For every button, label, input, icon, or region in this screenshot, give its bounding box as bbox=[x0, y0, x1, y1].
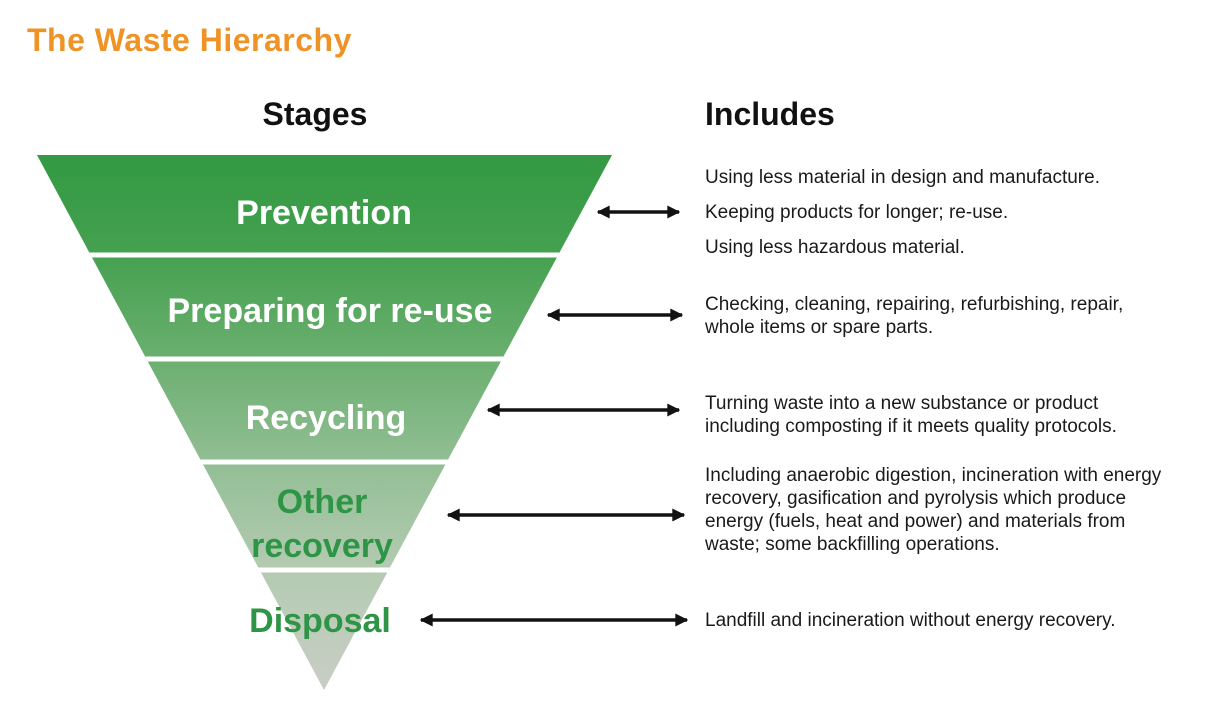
stage-label-prevention: Prevention bbox=[236, 194, 412, 232]
includes-line: Checking, cleaning, repairing, refurbish… bbox=[705, 294, 1124, 338]
includes-recycling: Turning waste into a new substance or pr… bbox=[705, 392, 1167, 438]
includes-line: Keeping products for longer; re-use. bbox=[705, 202, 1009, 223]
column-header-stages: Stages bbox=[262, 96, 368, 132]
column-header-includes: Includes bbox=[705, 96, 835, 132]
page-title: The Waste Hierarchy bbox=[27, 22, 352, 58]
includes-line: Including anaerobic digestion, incinerat… bbox=[705, 465, 1162, 555]
includes-line: Turning waste into a new substance or pr… bbox=[705, 393, 1117, 437]
stage-label-recycling: Recycling bbox=[245, 399, 407, 437]
stage-label-disposal: Disposal bbox=[249, 602, 391, 640]
funnel-pyramid bbox=[37, 155, 612, 690]
stage-label-preparing-for-reuse: Preparing for re-use bbox=[167, 292, 493, 330]
includes-other-recovery: Including anaerobic digestion, incinerat… bbox=[705, 464, 1167, 556]
stage-label-other-recovery: Other recovery bbox=[251, 483, 393, 565]
connector-arrows bbox=[419, 205, 689, 627]
includes-line: Landfill and incineration without energy… bbox=[705, 610, 1116, 631]
includes-preparing-for-reuse: Checking, cleaning, repairing, refurbish… bbox=[705, 293, 1167, 339]
includes-disposal: Landfill and incineration without energy… bbox=[705, 609, 1167, 632]
includes-prevention: Using less material in design and manufa… bbox=[705, 166, 1167, 259]
includes-line: Using less material in design and manufa… bbox=[705, 167, 1100, 188]
includes-line: Using less hazardous material. bbox=[705, 237, 965, 258]
